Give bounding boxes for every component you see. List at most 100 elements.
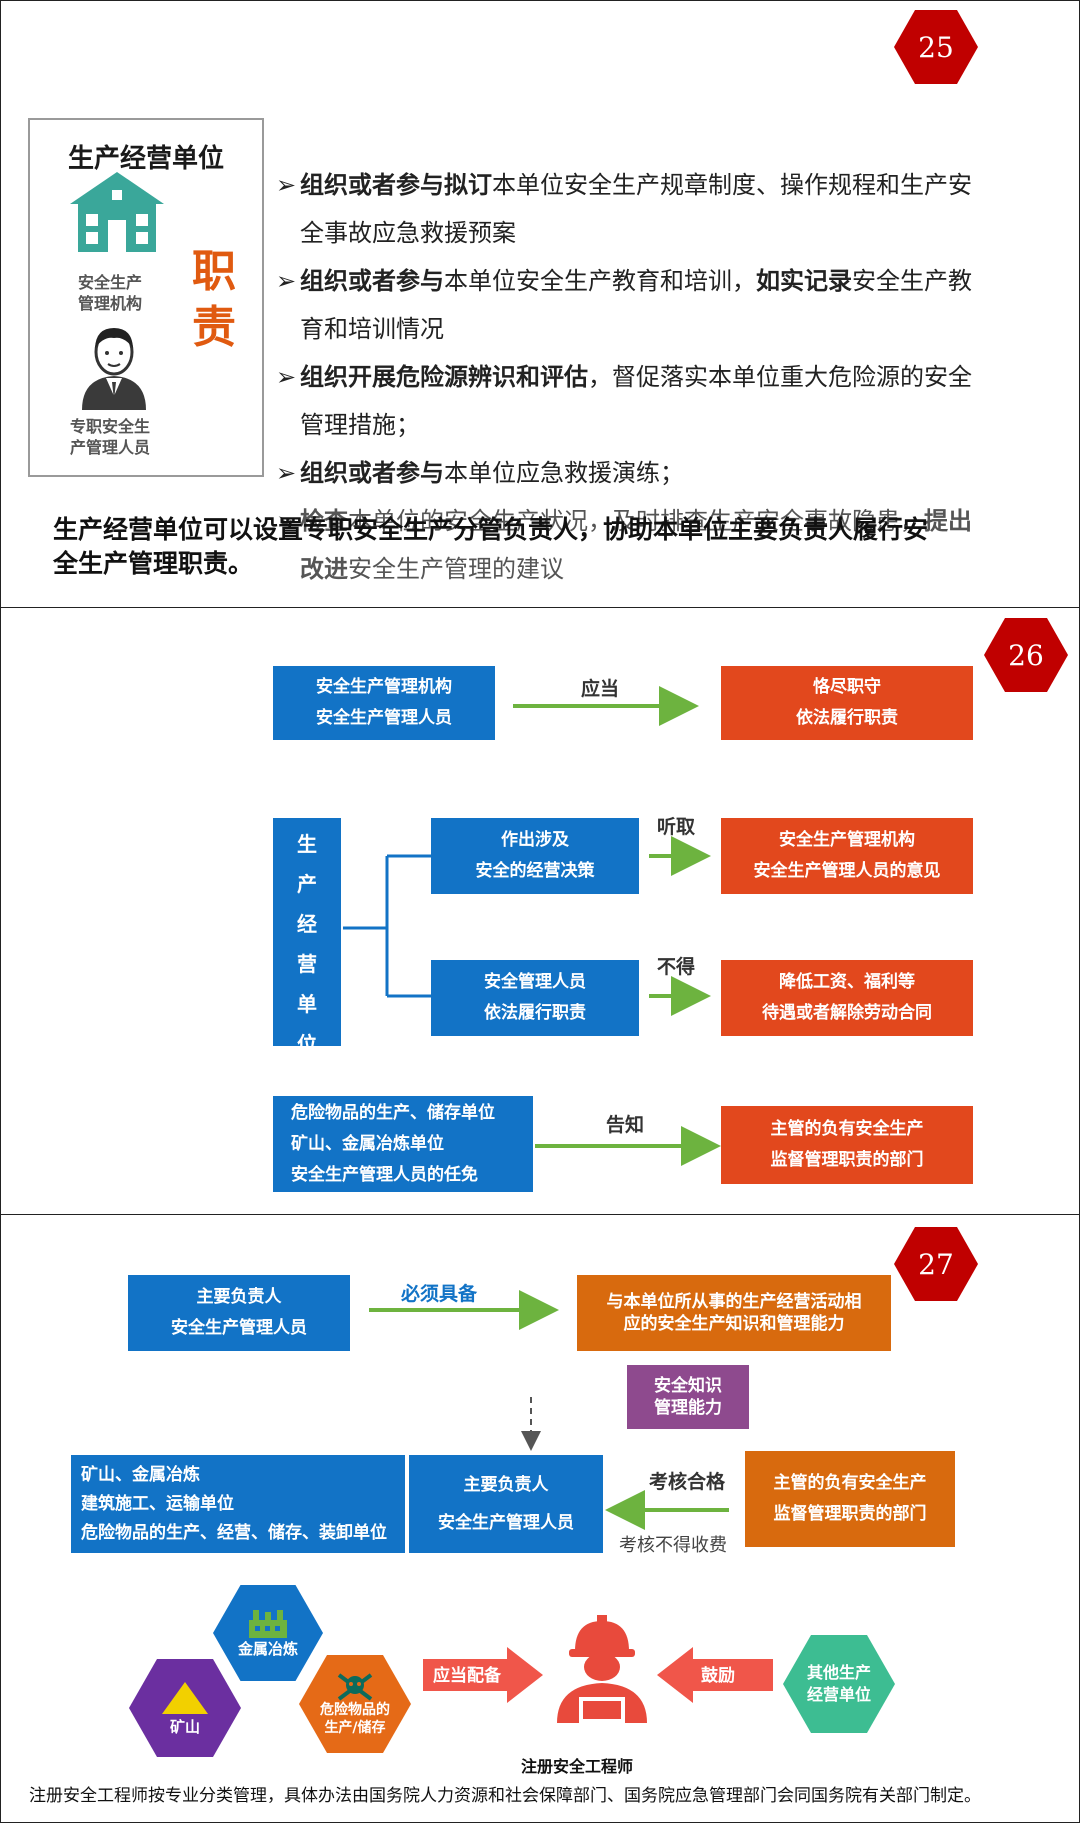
- duty-char-1: 职: [192, 246, 236, 297]
- duty-text: 本单位安全生产规章制度、操作规程和生产安: [492, 171, 972, 199]
- label-listen: 听取: [657, 816, 696, 838]
- label-exam-pass: 考核合格: [649, 1471, 726, 1493]
- label-forbid: 不得: [657, 956, 696, 978]
- label-engineer: 注册安全工程师: [521, 1757, 634, 1776]
- slide-27: 27 主要负责人 安全生产管理人员 必须具备 与本单位所从事的生产经营活动相 应…: [0, 1214, 1080, 1823]
- hex-label: 经营单位: [806, 1685, 871, 1704]
- label-should-equip: 应当配备: [433, 1666, 501, 1686]
- box-safety-knowledge: 安全知识 管理能力: [627, 1365, 749, 1429]
- duty-text-cont: 育和培训情况: [300, 315, 444, 343]
- duty-text-cont: 全事故应急救援预案: [300, 219, 516, 247]
- box-supervisor-dept: 主管的负有安全生产 监督管理职责的部门: [721, 1106, 973, 1184]
- box-line: 应的安全生产知识和管理能力: [623, 1314, 845, 1334]
- box-high-risk-units: 矿山、金属冶炼 建筑施工、运输单位 危险物品的生产、经营、储存、装卸单位: [71, 1455, 405, 1553]
- box-line: 危险物品的生产、经营、储存、装卸单位: [81, 1522, 387, 1543]
- label-should: 应当: [581, 678, 620, 700]
- page-number-badge: 27: [894, 1227, 978, 1301]
- hex-label: 矿山: [169, 1717, 200, 1736]
- bullet-arrow-icon: ➢: [276, 363, 297, 391]
- vertical-char: 单: [297, 992, 317, 1016]
- hex-label: 金属冶炼: [237, 1639, 298, 1658]
- box-safety-org: 安全生产管理机构 安全生产管理人员: [273, 666, 495, 740]
- overlay-note: 生产经营单位可以设置专职安全生产分管负责人，协助本单位主要负责人履行安 全生产管…: [53, 513, 1013, 581]
- box-line: 管理能力: [654, 1398, 722, 1418]
- slide-26: 26 安全生产管理机构 安全生产管理人员 应当 恪尽职守 依法履行职责 生 产 …: [0, 607, 1080, 1215]
- label-exam-fee: 考核不得收费: [619, 1535, 727, 1556]
- duty-item: ➢ 检查本单位的安全生产状况，及时排查生产安全事故隐患，提出 改进安全生产管理的…: [276, 497, 1066, 593]
- page-number-badge: 25: [894, 10, 978, 84]
- duty-bold: 如实记录: [756, 267, 852, 295]
- hex-mine: 矿山: [129, 1659, 241, 1757]
- hex-hazardous: 危险物品的 生产/储存: [299, 1655, 411, 1753]
- bullet-arrow-icon: ➢: [276, 507, 297, 535]
- box-no-penalty: 降低工资、福利等 待遇或者解除劳动合同: [721, 960, 973, 1036]
- duty-text-cont: 安全生产管理的建议: [348, 555, 564, 583]
- box-line: 安全的经营决策: [475, 861, 595, 881]
- person-label: 专职安全生 产管理人员: [50, 416, 170, 458]
- box-line: 安全生产管理人员: [438, 1513, 574, 1533]
- duty-text: 本单位应急救援演练；: [444, 459, 684, 487]
- box-principal-2: 主要负责人 安全生产管理人员: [409, 1455, 603, 1553]
- box-line: 与本单位所从事的生产经营活动相: [606, 1292, 862, 1312]
- box-line: 依法履行职责: [484, 1003, 586, 1023]
- box-decision: 作出涉及 安全的经营决策: [431, 818, 639, 894]
- box-line: 安全生产管理机构: [779, 830, 915, 850]
- org-label: 安全生产 管理机构: [50, 272, 170, 314]
- box-line: 监督管理职责的部门: [773, 1504, 927, 1524]
- bullet-arrow-icon: ➢: [276, 171, 297, 199]
- org-label-line1: 安全生产: [77, 273, 142, 292]
- duty-item: ➢ 组织开展危险源辨识和评估，督促落实本单位重大危险源的安全 管理措施；: [276, 353, 1066, 449]
- box-line: 安全生产管理人员的任免: [291, 1164, 478, 1185]
- vertical-char: 产: [297, 872, 317, 896]
- vertical-char: 位: [297, 1032, 317, 1046]
- duty-heading: 职 责: [192, 244, 236, 356]
- building-icon: [70, 172, 164, 252]
- box-line: 安全生产管理人员: [316, 708, 452, 728]
- box-line: 主要负责人: [196, 1287, 282, 1307]
- label-must-have: 必须具备: [401, 1283, 478, 1305]
- duty-bold: 提出: [924, 507, 972, 535]
- card-title: 生产经营单位: [67, 144, 224, 174]
- factory-icon: [249, 1609, 287, 1638]
- duty-text: 本单位的安全生产状况，及时排查生产安全事故隐患，: [348, 507, 924, 535]
- box-line: 建筑施工、运输单位: [81, 1493, 234, 1514]
- mountain-icon: [162, 1681, 208, 1714]
- duty-item: ➢ 组织或者参与拟订本单位安全生产规章制度、操作规程和生产安 全事故应急救援预案: [276, 161, 1066, 257]
- overlay-line1: 生产经营单位可以设置专职安全生产分管负责人，协助本单位主要负责人履行安: [53, 515, 929, 544]
- duty-bold: 检查: [300, 507, 348, 535]
- box-line: 降低工资、福利等: [779, 972, 915, 992]
- box-vertical-unit: 生 产 经 营 单 位: [273, 818, 341, 1046]
- box-opinion: 安全生产管理机构 安全生产管理人员的意见: [721, 818, 973, 894]
- box-line: 安全生产管理机构: [316, 677, 452, 697]
- label-encourage: 鼓励: [701, 1666, 735, 1686]
- box-line: 主管的负有安全生产: [773, 1473, 927, 1493]
- box-line: 作出涉及: [501, 830, 569, 850]
- duty-text: ，督促落实本单位重大危险源的安全: [588, 363, 972, 391]
- person-label-line2: 产管理人员: [69, 438, 150, 457]
- connector-layer: [369, 1290, 729, 1530]
- box-line: 主管的负有安全生产: [770, 1119, 924, 1139]
- box-supervisor-dept-2: 主管的负有安全生产 监督管理职责的部门: [745, 1451, 955, 1547]
- box-line: 矿山、金属冶炼单位: [291, 1133, 444, 1154]
- box-line: 待遇或者解除劳动合同: [762, 1003, 932, 1023]
- hex-other-units: 其他生产 经营单位: [783, 1635, 895, 1733]
- duty-list: ➢ 组织或者参与拟订本单位安全生产规章制度、操作规程和生产安 全事故应急救援预案…: [276, 161, 1066, 593]
- overlay-line2: 全生产管理职责。: [53, 549, 254, 578]
- box-line: 安全生产管理人员: [171, 1318, 307, 1338]
- box-line: 危险物品的生产、储存单位: [291, 1102, 495, 1123]
- duty-bold: 组织或者参与: [300, 267, 444, 295]
- label-notify: 告知: [606, 1114, 645, 1136]
- duty-char-2: 责: [192, 302, 236, 353]
- bullet-arrow-icon: ➢: [276, 459, 297, 487]
- duty-bold: 组织开展危险源辨识和评估: [300, 363, 588, 391]
- vertical-char: 营: [297, 952, 317, 976]
- duty-text-cont: 管理措施；: [300, 411, 420, 439]
- bullet-arrow-icon: ➢: [276, 267, 297, 295]
- arrow-encourage: [657, 1647, 773, 1703]
- vertical-char: 经: [297, 912, 317, 936]
- box-line: 安全知识: [654, 1376, 722, 1396]
- person-icon: [82, 328, 146, 410]
- connector-layer: [343, 686, 721, 1166]
- duty-bold: 组织或者参与拟订: [300, 171, 492, 199]
- hex-label: 危险物品的: [320, 1702, 390, 1718]
